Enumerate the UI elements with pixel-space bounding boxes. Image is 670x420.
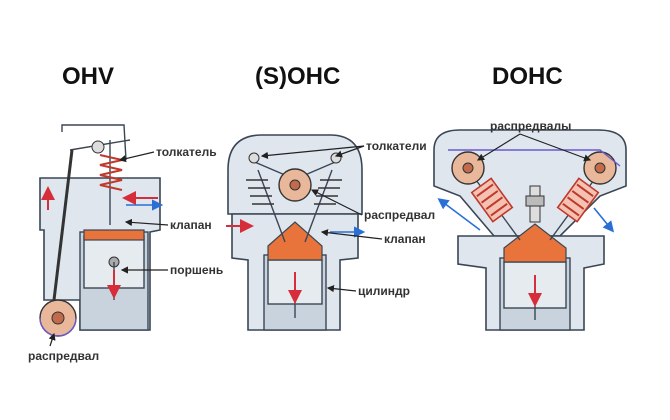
label-dohc-camshafts: распредвалы	[490, 119, 571, 133]
label-sohc-cylinder: цилиндр	[358, 284, 410, 298]
dohc-engine	[433, 129, 627, 331]
sohc-engine	[226, 134, 366, 331]
label-sohc-pushrods: толкатели	[366, 139, 427, 153]
title-sohc: (S)OHC	[255, 63, 340, 90]
label-ohv-valve: клапан	[170, 218, 212, 232]
ohv-pushrod	[52, 149, 74, 301]
title-ohv: OHV	[62, 63, 114, 90]
label-sohc-camshaft: распредвал	[364, 208, 435, 222]
title-dohc: DOHC	[492, 63, 563, 90]
label-sohc-valve: клапан	[384, 232, 426, 246]
label-ohv-pushrod: толкатель	[156, 145, 217, 159]
ohv-engine	[39, 124, 164, 337]
label-ohv-camshaft: распредвал	[28, 349, 99, 363]
label-ohv-piston: поршень	[170, 263, 223, 277]
